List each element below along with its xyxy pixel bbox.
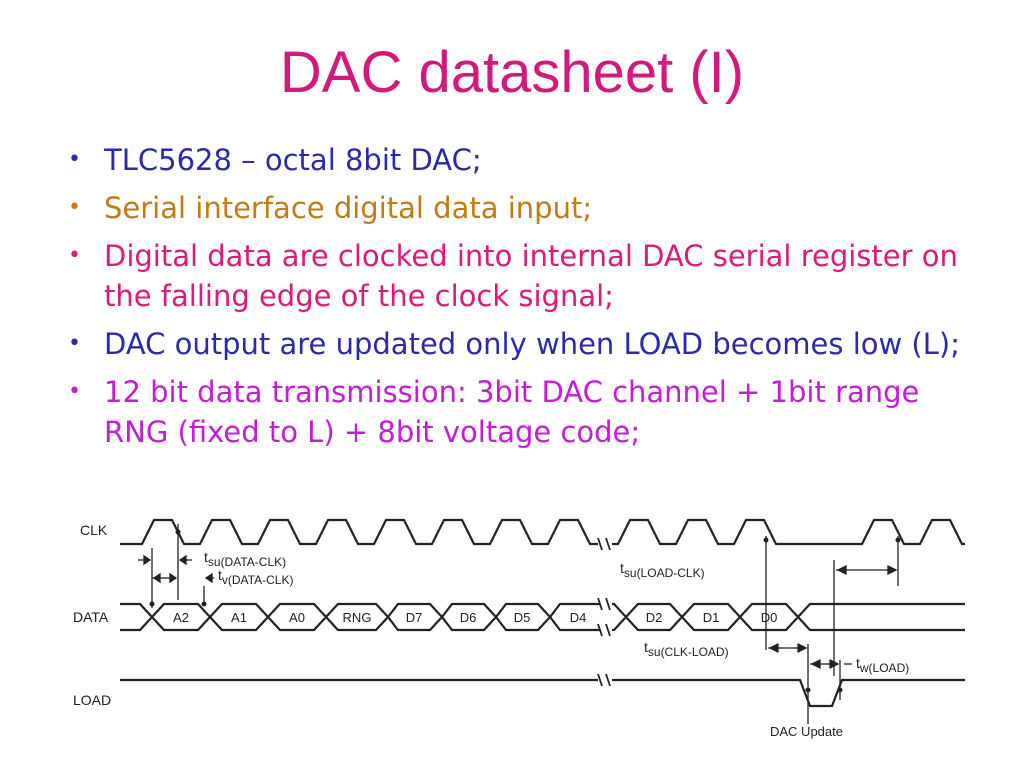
bullet-glyph: • xyxy=(68,379,81,404)
t-su-clk-load-label: tsu(CLK-LOAD) xyxy=(644,639,729,659)
clk-waveform xyxy=(120,518,965,546)
bullet-glyph: • xyxy=(68,147,81,172)
bullet-item: • Digital data are clocked into internal … xyxy=(68,236,988,316)
bullet-glyph: • xyxy=(68,195,81,220)
signal-label-load: LOAD xyxy=(73,692,111,708)
timing-arrows xyxy=(138,554,898,670)
data-bit-label: D7 xyxy=(406,610,423,625)
bullet-glyph: • xyxy=(68,243,81,268)
data-bit-label: D6 xyxy=(460,610,477,625)
bullet-item: • TLC5628 – octal 8bit DAC; xyxy=(68,140,988,180)
data-bit-label: D0 xyxy=(761,610,778,625)
data-bit-label: D2 xyxy=(646,610,663,625)
bullet-glyph: • xyxy=(68,331,81,356)
signal-label-clk: CLK xyxy=(80,522,108,538)
bullet-item: • DAC output are updated only when LOAD b… xyxy=(68,324,988,364)
t-su-load-clk-label: tsu(LOAD-CLK) xyxy=(620,560,705,580)
bullet-item: • 12 bit data transmission: 3bit DAC chan… xyxy=(68,372,988,452)
data-bit-label: D5 xyxy=(514,610,531,625)
dac-update-label: DAC Update xyxy=(770,724,843,739)
data-bit-label: A0 xyxy=(289,610,305,625)
timing-diagram: CLK DATA LOAD A2 A1 A0 RNG D7 D6 D5 D4 D… xyxy=(73,518,965,739)
data-undefined-region xyxy=(120,602,154,632)
bullet-text: 12 bit data transmission: 3bit DAC chann… xyxy=(104,375,920,449)
signal-label-data: DATA xyxy=(73,609,109,625)
data-waveform xyxy=(151,602,965,632)
load-waveform xyxy=(120,678,965,708)
t-w-load-label: tw(LOAD) xyxy=(856,655,909,675)
timing-dots xyxy=(149,529,901,693)
bullet-item: • Serial interface digital data input; xyxy=(68,188,988,228)
data-bit-label: RNG xyxy=(343,610,372,625)
t-v-data-clk-label: tv(DATA-CLK) xyxy=(218,567,293,587)
data-bit-label: D1 xyxy=(703,610,720,625)
bullet-list: • TLC5628 – octal 8bit DAC; • Serial inter… xyxy=(68,140,988,460)
data-bit-label: A2 xyxy=(173,610,189,625)
data-bit-label: A1 xyxy=(231,610,247,625)
timing-reference-lines xyxy=(151,524,899,724)
bullet-text: TLC5628 – octal 8bit DAC; xyxy=(104,143,482,177)
bullet-text: Digital data are clocked into internal D… xyxy=(104,239,958,313)
bullet-text: DAC output are updated only when LOAD be… xyxy=(104,327,960,361)
break-marks xyxy=(597,537,611,687)
slide-title: DAC datasheet (I) xyxy=(279,40,745,105)
t-su-data-clk-label: tsu(DATA-CLK) xyxy=(204,549,286,569)
data-bit-label: D4 xyxy=(570,610,587,625)
bullet-text: Serial interface digital data input; xyxy=(104,191,593,225)
